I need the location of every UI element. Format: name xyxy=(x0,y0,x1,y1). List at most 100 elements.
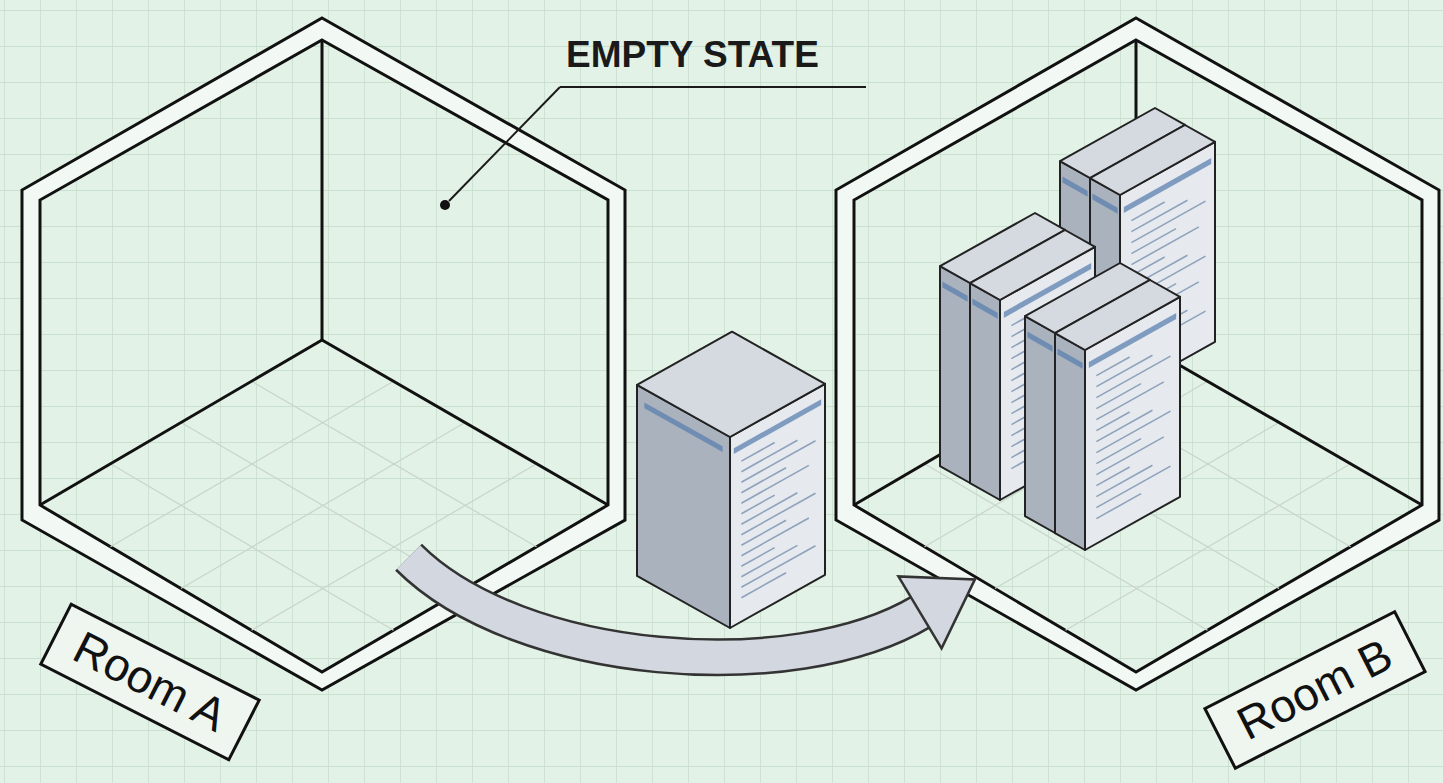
rack-detail xyxy=(981,370,1048,408)
rack-detail xyxy=(1096,382,1163,420)
rack-detail xyxy=(741,520,786,545)
rack-detail xyxy=(981,290,1014,309)
rack-top xyxy=(970,230,1095,300)
rack-stripe xyxy=(644,403,722,452)
rack-front xyxy=(1055,280,1150,533)
room-outline xyxy=(22,18,626,692)
rack-detail xyxy=(1101,265,1168,303)
rack-detail xyxy=(741,493,815,534)
rack-top xyxy=(940,213,1065,283)
arrow-body xyxy=(409,557,922,657)
rack-stripe xyxy=(972,299,997,319)
rack-detail xyxy=(1131,282,1198,320)
room-corner-line xyxy=(321,40,324,340)
rack-detail xyxy=(1131,284,1176,309)
rack-detail xyxy=(1101,212,1146,237)
rack-side xyxy=(970,283,1000,500)
rack-side xyxy=(940,266,970,483)
rack-detail xyxy=(981,372,1026,397)
rack-detail xyxy=(741,548,774,567)
rack-detail xyxy=(1066,367,1111,392)
server-rack xyxy=(970,230,1095,500)
room-floor-edge xyxy=(322,340,608,505)
rack-detail xyxy=(1011,307,1044,326)
rack-detail xyxy=(1066,394,1140,435)
rack-stripe xyxy=(1092,194,1117,214)
room: Room A xyxy=(22,18,626,692)
rack-front xyxy=(1090,125,1185,378)
arrow-body-outline xyxy=(409,557,922,657)
rack-detail xyxy=(1131,201,1205,242)
rack-front xyxy=(1120,142,1215,395)
rack-detail xyxy=(1096,355,1152,386)
rack-detail xyxy=(741,573,786,598)
rack-detail xyxy=(981,398,1037,429)
rack-side xyxy=(1090,178,1120,395)
floor-tile-line xyxy=(1066,464,1351,631)
rack-detail xyxy=(741,468,786,493)
rack-detail xyxy=(1101,210,1168,248)
room-floor-edge xyxy=(40,340,322,505)
room-name: Room B xyxy=(1229,628,1401,750)
rack-detail xyxy=(741,440,797,471)
rack-side xyxy=(1060,161,1090,378)
rack-detail xyxy=(1066,365,1133,403)
rack-detail xyxy=(1131,227,1198,265)
rack-detail xyxy=(1011,334,1056,359)
room: Room B xyxy=(836,18,1440,692)
floor-tile-line xyxy=(995,423,1279,589)
rack-stripe xyxy=(1124,158,1211,213)
rack-detail xyxy=(741,441,815,482)
rack-detail xyxy=(1096,384,1141,409)
rack-detail xyxy=(1131,339,1176,364)
rack-front xyxy=(730,384,825,628)
rack-detail xyxy=(1096,356,1170,397)
floor-tile-line xyxy=(181,423,465,589)
rack-detail xyxy=(1066,422,1111,447)
rack-detail xyxy=(1011,306,1085,347)
rack-top xyxy=(1055,280,1180,350)
rack-detail xyxy=(1131,229,1176,254)
rack-detail xyxy=(741,443,774,462)
rack-detail xyxy=(981,288,1037,319)
rack-side xyxy=(1025,316,1055,533)
rack-detail xyxy=(1011,415,1067,446)
rack-detail xyxy=(1066,450,1099,469)
rack-detail xyxy=(1101,184,1175,225)
rack-stripe xyxy=(1089,313,1176,368)
rack-detail xyxy=(1131,200,1187,231)
rack-detail xyxy=(1011,387,1078,425)
rack-detail xyxy=(1066,448,1122,479)
rack-detail xyxy=(1101,267,1146,292)
server-rack xyxy=(940,213,1065,483)
rack-detail xyxy=(981,343,1037,374)
rack-detail xyxy=(1101,183,1157,214)
room-corner-line xyxy=(1135,40,1138,340)
server-rack xyxy=(637,332,825,628)
rack-detail xyxy=(1011,416,1085,457)
rack-side xyxy=(637,385,730,628)
rack-detail xyxy=(1131,257,1164,276)
rack-detail xyxy=(1101,238,1157,269)
move-arrow xyxy=(409,557,975,657)
rack-detail xyxy=(981,345,1014,364)
server-racks xyxy=(637,108,1215,628)
callout-text: EMPTY STATE xyxy=(566,34,819,76)
rack-detail xyxy=(981,315,1048,353)
rack-stripe xyxy=(1027,332,1052,352)
rack-detail xyxy=(981,289,1055,330)
rack-stripe xyxy=(974,246,1061,301)
rack-detail xyxy=(1131,202,1164,221)
rack-detail xyxy=(1096,412,1129,431)
rack-detail xyxy=(981,400,1014,419)
floor-tile-line xyxy=(111,464,394,631)
rack-detail xyxy=(1066,449,1140,490)
rack-detail xyxy=(1131,311,1205,352)
rack-detail xyxy=(1066,393,1122,424)
server-rack xyxy=(1090,125,1215,395)
rack-detail xyxy=(741,465,808,503)
room-floor-edge xyxy=(1136,340,1422,505)
rack-detail xyxy=(741,546,815,587)
leader-line xyxy=(440,87,866,210)
rack-top xyxy=(1060,108,1185,178)
